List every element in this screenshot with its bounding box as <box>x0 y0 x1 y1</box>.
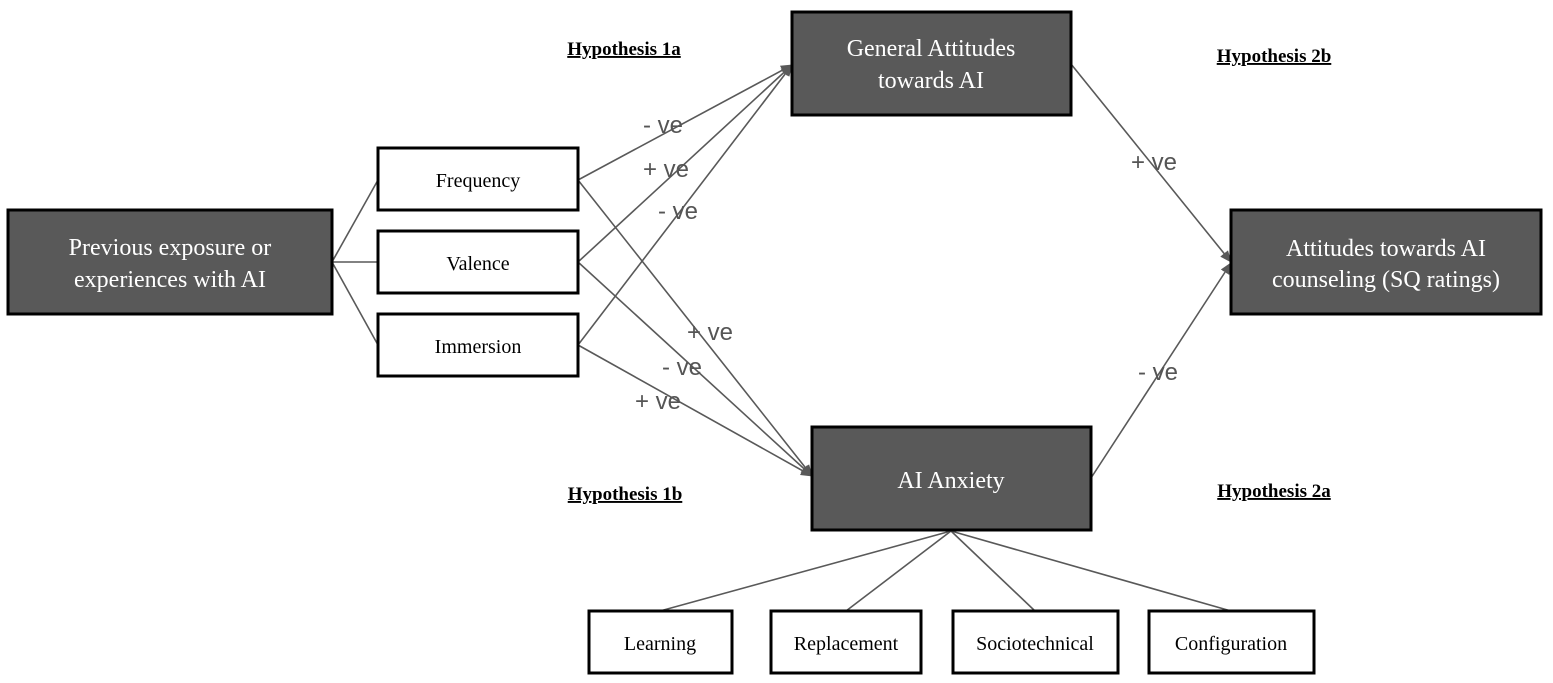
node-attitudes-counseling-line1: Attitudes towards AI <box>1286 236 1486 262</box>
connector-exposure-frequency <box>331 179 379 263</box>
node-ai-anxiety-label: AI Anxiety <box>897 468 1004 494</box>
node-configuration-label: Configuration <box>1175 633 1287 655</box>
arrow-frequency-anxiety <box>577 179 813 477</box>
hypothesis-1a-label: Hypothesis 1a <box>567 39 681 60</box>
node-immersion: Immersion <box>376 312 580 378</box>
node-sociotechnical: Sociotechnical <box>951 609 1120 675</box>
connector-anxiety-sociotechnical <box>950 530 1036 612</box>
arrow-valence-general <box>577 64 793 263</box>
edge-label-general-counseling: + ve <box>1131 149 1177 176</box>
arrow-immersion-general <box>577 64 793 346</box>
arrows-to-general-attitudes <box>577 64 793 346</box>
arrow-general-counseling <box>1070 63 1232 263</box>
node-attitudes-counseling-line2: counseling (SQ ratings) <box>1272 267 1500 293</box>
connector-anxiety-configuration <box>950 530 1232 612</box>
edge-label-anxiety-counseling: - ve <box>1138 359 1178 386</box>
connector-exposure-immersion <box>331 261 379 346</box>
node-attitudes-counseling: Attitudes towards AI counseling (SQ rati… <box>1229 208 1543 316</box>
anxiety-connectors <box>659 530 1232 612</box>
edge-label-frequency-general: - ve <box>643 112 683 139</box>
node-valence: Valence <box>376 229 580 295</box>
node-general-attitudes: General Attitudes towards AI <box>790 10 1073 117</box>
node-frequency-label: Frequency <box>436 170 520 192</box>
node-learning-label: Learning <box>624 633 696 655</box>
arrow-frequency-general <box>577 64 793 181</box>
node-valence-label: Valence <box>446 253 509 275</box>
node-replacement-label: Replacement <box>794 633 899 655</box>
connector-anxiety-learning <box>659 530 952 612</box>
hypothesis-2b-label: Hypothesis 2b <box>1217 46 1332 67</box>
exposure-connectors <box>331 179 379 346</box>
node-previous-exposure-line2: experiences with AI <box>74 267 266 293</box>
node-general-attitudes-line2: towards AI <box>878 68 984 94</box>
arrows-to-ai-anxiety <box>577 179 813 477</box>
arrow-immersion-anxiety <box>577 344 813 477</box>
hypothesis-1b-label: Hypothesis 1b <box>568 484 683 505</box>
arrows-to-counseling <box>1070 63 1232 479</box>
hypothesis-2a-label: Hypothesis 2a <box>1217 481 1331 502</box>
connector-anxiety-replacement <box>845 530 952 612</box>
node-general-attitudes-line1: General Attitudes <box>847 36 1016 62</box>
node-frequency: Frequency <box>376 146 580 212</box>
node-immersion-label: Immersion <box>435 336 522 358</box>
edge-label-valence-anxiety: - ve <box>662 354 702 381</box>
node-configuration: Configuration <box>1147 609 1316 675</box>
edge-label-frequency-anxiety: + ve <box>687 319 733 346</box>
arrow-valence-anxiety <box>577 261 813 477</box>
node-sociotechnical-label: Sociotechnical <box>976 633 1094 655</box>
node-replacement: Replacement <box>769 609 923 675</box>
node-ai-anxiety: AI Anxiety <box>810 425 1093 532</box>
node-previous-exposure-line1: Previous exposure or <box>69 235 272 261</box>
edge-label-valence-general: + ve <box>643 156 689 183</box>
arrow-anxiety-counseling <box>1090 262 1232 479</box>
edge-label-immersion-anxiety: + ve <box>635 388 681 415</box>
node-learning: Learning <box>587 609 734 675</box>
edge-label-immersion-general: - ve <box>658 198 698 225</box>
node-previous-exposure: Previous exposure or experiences with AI <box>6 208 334 316</box>
